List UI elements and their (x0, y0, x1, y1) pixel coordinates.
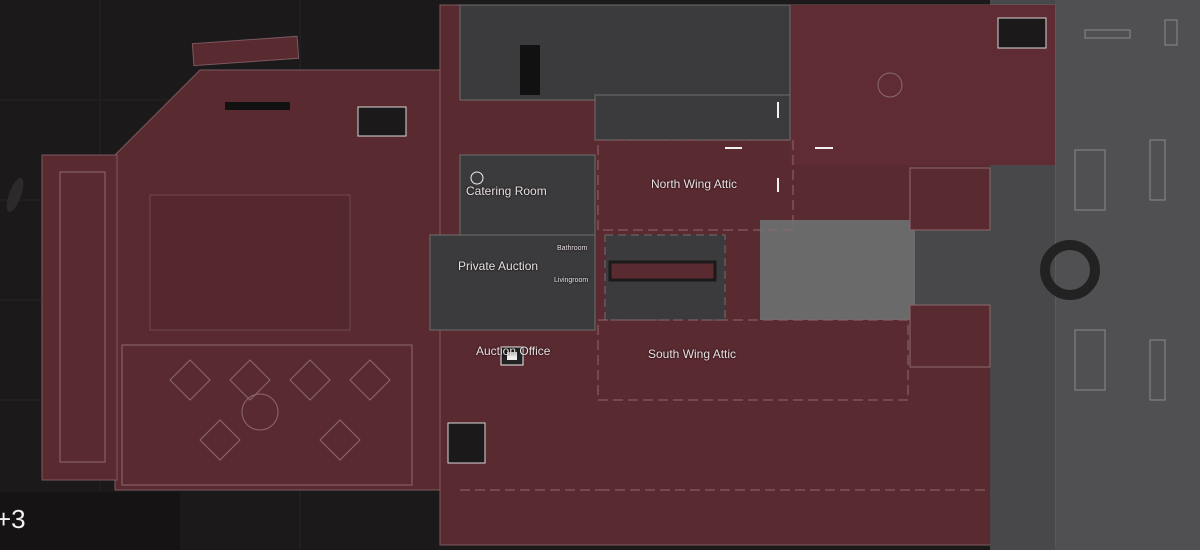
room-label-livingroom: Livingroom (554, 277, 589, 284)
room-label-south-wing-attic: South Wing Attic (648, 347, 737, 361)
room-label-bathroom: Bathroom (557, 245, 588, 252)
west-terrace (41, 154, 118, 481)
room-label-private-auction: Private Auction (458, 259, 539, 273)
room-label-auction-office: Auction Office (476, 344, 551, 358)
open-hall (760, 220, 915, 320)
catering-icon[interactable] (470, 171, 484, 185)
room-label-catering-room: Catering Room (466, 184, 547, 198)
room-label-north-wing-attic: North Wing Attic (651, 177, 738, 191)
markers (725, 102, 833, 192)
auction-office-icon[interactable] (500, 346, 524, 366)
floor-indicator[interactable]: +3 (0, 492, 180, 550)
floor-number: +3 (0, 504, 26, 534)
public-areas (429, 4, 1055, 550)
obstacles (357, 17, 1047, 464)
ballroom-floor-pattern (121, 344, 413, 486)
